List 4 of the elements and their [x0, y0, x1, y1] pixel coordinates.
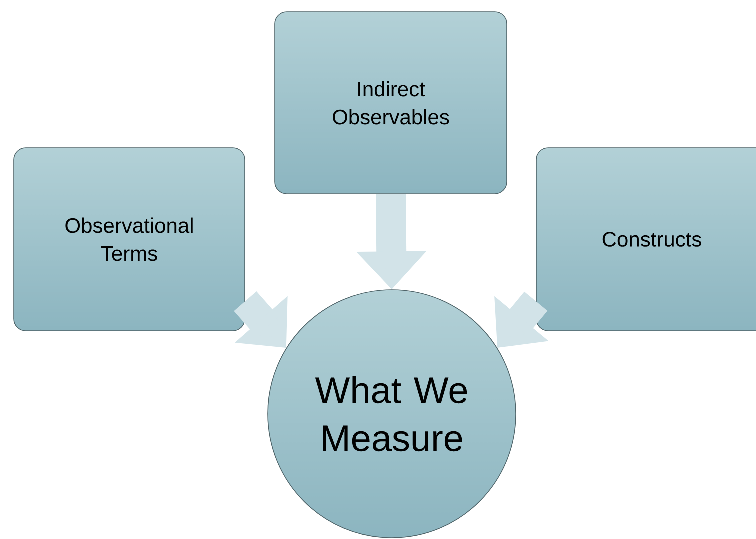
process-box: Indirect Observables: [274, 12, 508, 194]
process-box: Observational Terms: [14, 148, 246, 332]
circle-node: What We Measure: [268, 290, 516, 538]
process-box: Constructs: [536, 148, 756, 332]
